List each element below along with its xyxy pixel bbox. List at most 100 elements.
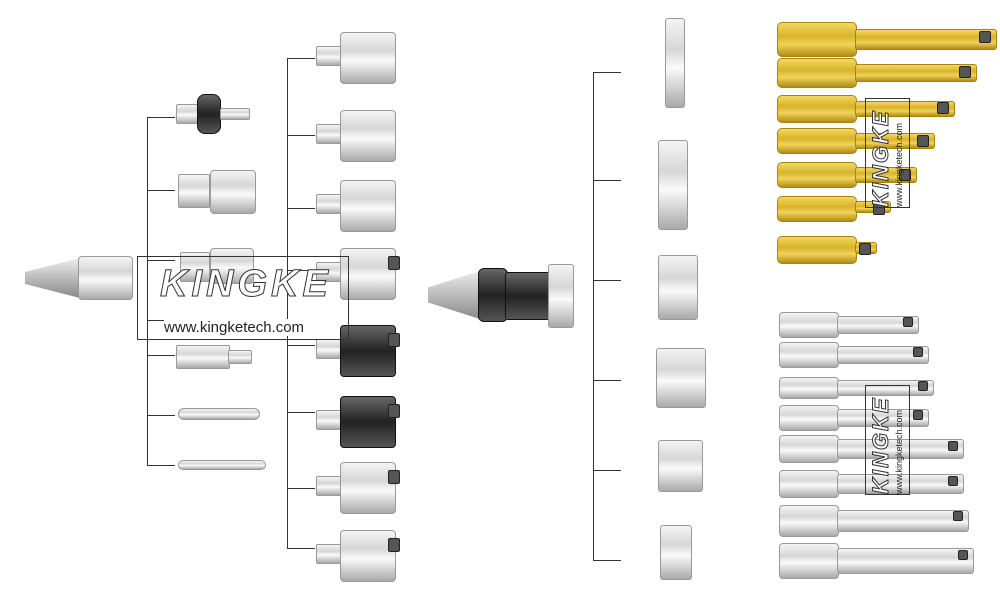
connector-line [593, 72, 594, 560]
boring-bar-shank [777, 162, 857, 188]
connector-line [287, 270, 315, 271]
reduction-sleeve [210, 170, 256, 214]
cutting-insert [388, 538, 400, 552]
watermark-url: www.kingketech.com [164, 319, 305, 336]
boring-bar-neck [855, 64, 977, 82]
connector-line [287, 345, 315, 346]
boring-bar-shank [779, 543, 839, 579]
watermark-gold: KINGKE www.kingketech.com [865, 98, 910, 208]
cutting-insert [918, 381, 928, 392]
watermark-main: KINGKE www.kingketech.com [137, 256, 349, 340]
boring-head [340, 32, 396, 84]
cutting-insert [903, 317, 913, 328]
cutting-insert [388, 256, 400, 270]
watermark-silver: KINGKE www.kingketech.com [865, 385, 910, 495]
boring-head-shank [316, 544, 342, 564]
reduction-sleeve [178, 174, 210, 208]
collar [197, 94, 221, 134]
connector-line [287, 58, 315, 59]
boring-head-shank [316, 124, 342, 144]
boring-bar-shank [779, 312, 839, 338]
boring-bar-shank [779, 435, 839, 463]
watermark-brand: KINGKE [868, 109, 894, 207]
connector-line [147, 260, 175, 261]
boring-bar-shank [779, 470, 839, 498]
connector-line [287, 135, 315, 136]
boring-bar-neck [837, 474, 964, 494]
fine-boring-cartridge [665, 18, 685, 108]
watermark-brand: KINGKE [868, 396, 894, 494]
boring-bar-shank [779, 377, 839, 399]
cutting-insert [859, 243, 871, 255]
connector-line [593, 280, 621, 281]
taper-cone [25, 258, 80, 298]
connector-line [287, 412, 315, 413]
connector-line [147, 320, 175, 321]
extension [180, 252, 210, 282]
holder-face [548, 264, 574, 328]
boring-bar-shank [779, 505, 839, 537]
boring-bar [178, 460, 266, 470]
cutting-insert [388, 404, 400, 418]
boring-bar-neck [837, 509, 969, 533]
connector-line [147, 190, 175, 191]
boring-bar [178, 408, 260, 420]
boring-head [340, 462, 396, 514]
boring-head-shank [316, 194, 342, 214]
extension-bar [228, 350, 252, 364]
boring-bar-neck [855, 100, 955, 118]
holder-body [505, 272, 550, 320]
extension-bar [176, 345, 230, 369]
connector-line [147, 465, 175, 466]
boring-head [340, 325, 396, 377]
connector-line [147, 117, 175, 118]
watermark-url: www.kingketech.com [894, 409, 904, 494]
adapter [176, 104, 198, 124]
boring-bar-neck [837, 548, 974, 574]
connector-line [593, 72, 621, 73]
connector-line [593, 380, 621, 381]
cutting-insert [388, 333, 400, 347]
connector-line [287, 208, 315, 209]
connector-line [287, 548, 315, 549]
boring-bar-neck [855, 133, 935, 149]
taper-cone [428, 270, 483, 320]
boring-bar-shank [777, 95, 857, 123]
boring-bar-neck [837, 439, 964, 459]
boring-head-shank [316, 46, 342, 66]
cutting-insert [913, 347, 923, 358]
boring-head [340, 248, 396, 300]
connector-line [287, 488, 315, 489]
cutting-insert [873, 202, 885, 215]
cutting-insert [953, 511, 963, 522]
boring-bar-shank [779, 405, 839, 431]
boring-bar-shank [779, 342, 839, 368]
boring-bar-neck [837, 345, 929, 365]
cutting-insert [899, 168, 911, 181]
boring-bar-shank [777, 196, 857, 222]
boring-bar-neck [855, 29, 997, 50]
boring-bar-shank [777, 58, 857, 88]
fine-boring-cartridge [660, 525, 692, 580]
connector-line [287, 58, 288, 548]
cutting-insert [959, 65, 971, 78]
tool-holder [78, 256, 133, 300]
cutting-insert [979, 30, 991, 43]
boring-bar-shank [777, 236, 857, 264]
extension [210, 248, 254, 284]
cutting-insert [948, 475, 958, 486]
watermark-brand: KINGKE [160, 263, 332, 306]
connector-line [147, 355, 175, 356]
fine-boring-cartridge [658, 440, 703, 492]
boring-head-shank [316, 476, 342, 496]
boring-head [340, 396, 396, 448]
cutting-insert [937, 102, 949, 114]
holder-flange [478, 268, 508, 322]
boring-head-shank [316, 339, 342, 359]
watermark-url: www.kingketech.com [894, 122, 904, 207]
fine-boring-cartridge [656, 348, 706, 408]
cutting-insert [948, 440, 958, 451]
fine-boring-cartridge [658, 255, 698, 320]
boring-head [340, 530, 396, 582]
connector-line [593, 180, 621, 181]
